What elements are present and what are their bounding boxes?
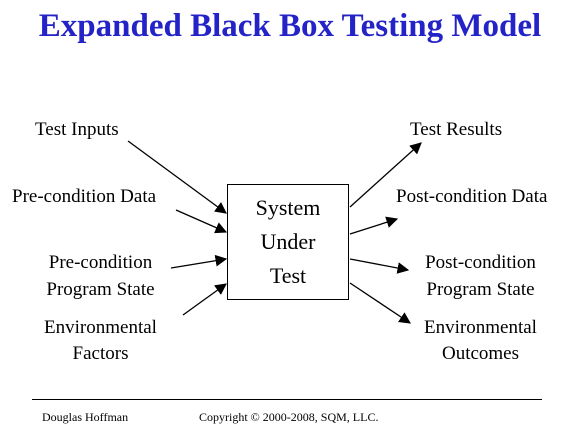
output-postcondition-data: Post-condition Data [396,186,548,207]
output-test-results: Test Results [410,119,503,140]
system-under-test-box [227,184,349,300]
arrow-precondition-data [175,209,228,234]
box-label-line-3: Test [269,263,307,288]
input-precondition-data: Pre-condition Data [12,186,157,207]
arrow-test-results [349,142,422,208]
box-label-line-2: Under [260,229,316,254]
box-label-line-1: System [255,195,321,220]
arrow-environmental-outcomes [349,282,411,324]
input-test-inputs: Test Inputs [35,119,119,140]
footer-copyright: Copyright © 2000-2008, SQM, LLC. [199,410,379,424]
slide-title: Expanded Black Box Testing Model [38,8,542,44]
arrow-environmental-factors [182,283,227,316]
input-environmental-factors-line-1: Environmental [44,317,157,338]
arrow-postcondition-data [349,216,399,235]
arrow-precondition-state [170,254,228,269]
output-environmental-outcomes-line-1: Environmental [424,317,537,338]
output-postcondition-state-line-1: Post-condition [425,252,536,273]
input-environmental-factors-line-2: Factors [72,343,129,364]
input-precondition-state-line-1: Pre-condition [48,252,153,273]
arrow-test-inputs [127,140,227,214]
input-precondition-state-line-2: Program State [46,279,155,300]
output-environmental-outcomes-line-2: Outcomes [441,343,520,364]
arrow-postcondition-state [349,258,410,274]
footer-divider [32,399,542,400]
footer-author: Douglas Hoffman [42,410,129,424]
output-postcondition-state-line-2: Program State [426,279,535,300]
